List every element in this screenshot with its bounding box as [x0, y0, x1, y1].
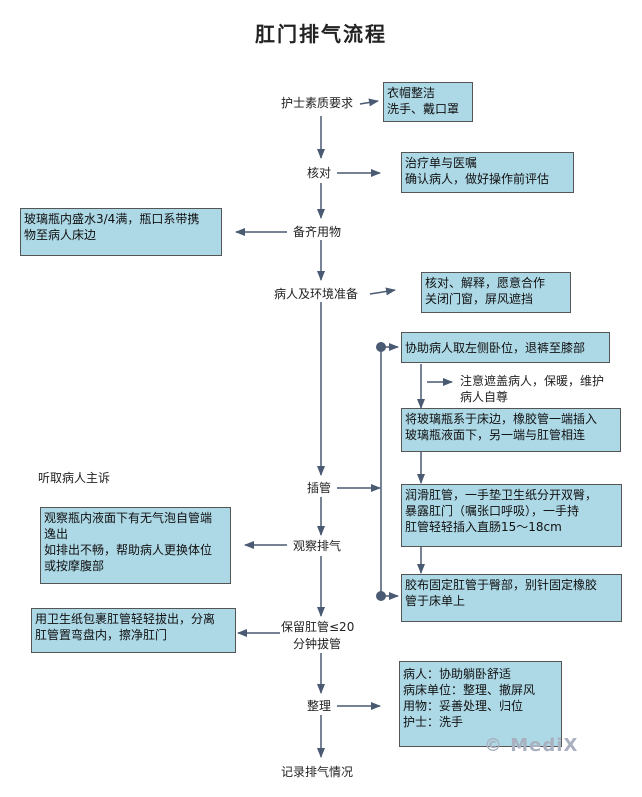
note-cover: 注意遮盖病人，保暖，维护 病人自尊 — [460, 374, 605, 404]
step-nurse-requirements: 护士素质要求 — [281, 96, 354, 111]
box-remove: 用卫生纸包裹肛管轻轻拔出，分离 肛管置弯盘内，擦净肛门 — [31, 608, 236, 653]
box-attire: 衣帽整洁 洗手、戴口罩 — [383, 82, 473, 122]
box-position: 协助病人取左侧卧位，退裤至膝部 — [401, 332, 610, 363]
box-insert: 润滑肛管，一手垫卫生纸分开双臀， 暴露肛门（嘱张口呼吸），一手持 肛管轻轻插入直… — [401, 484, 622, 547]
flowchart-title: 肛门排气流程 — [255, 22, 387, 46]
side-arrow — [359, 98, 379, 107]
bracket-dot — [376, 591, 386, 601]
step-retain-tube: 保留肛管≤20 — [281, 620, 355, 635]
step-patient-environment: 病人及环境准备 — [274, 287, 359, 302]
step-check: 核对 — [307, 166, 332, 181]
step-remove-tube: 分钟拔管 — [293, 637, 342, 652]
box-connect: 将玻璃瓶系于床边，橡胶管一端插入 玻璃瓶液面下，另一端与肛管相连 — [401, 408, 621, 452]
box-observe: 观察瓶内液面下有无气泡自管端 逸出 如排出不畅，帮助病人更换体位 或按摩腹部 — [40, 507, 231, 584]
box-bottle: 玻璃瓶内盛水3/4满，瓶口系带携 物至病人床边 — [20, 208, 222, 256]
watermark: © MediX — [484, 735, 579, 756]
step-prepare-items: 备齐用物 — [293, 225, 342, 240]
step-observe: 观察排气 — [293, 539, 342, 554]
box-prepare: 核对、解释，愿意合作 关闭门窗，屏风遮挡 — [421, 272, 571, 313]
step-tidy: 整理 — [307, 699, 332, 714]
bracket-dot — [376, 342, 386, 352]
note-listen: 听取病人主诉 — [38, 471, 111, 485]
side-arrow — [369, 287, 396, 296]
step-insert-tube: 插管 — [307, 481, 332, 496]
box-check: 治疗单与医嘱 确认病人，做好操作前评估 — [401, 152, 574, 193]
box-tidy: 病人：协助躺卧舒适 病床单位：整理、撤屏风 用物：妥善处理、归位 护士：洗手 — [399, 661, 562, 747]
step-record: 记录排气情况 — [281, 765, 354, 780]
box-fix: 胶布固定肛管于臀部，别针固定橡胶 管于床单上 — [401, 574, 622, 622]
